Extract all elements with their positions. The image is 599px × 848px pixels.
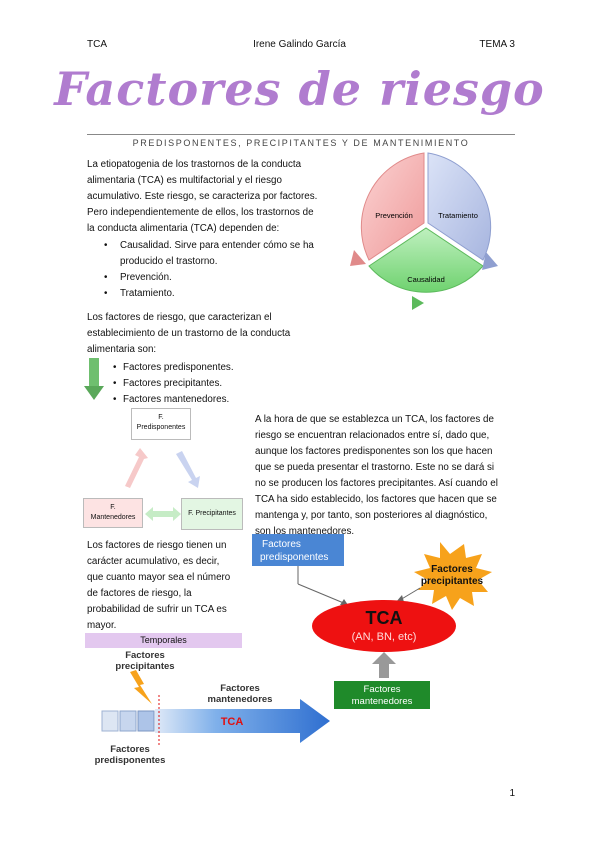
- cycle-segment-causality: [368, 227, 484, 293]
- relation-line: no se producen los factores precipitante…: [255, 478, 498, 489]
- star-label: Factores: [431, 564, 473, 575]
- cycle-arrowhead: [350, 250, 366, 266]
- box-mantenedores: F. Mantenedores: [83, 498, 143, 528]
- list-item: Factores predisponentes.: [113, 360, 313, 376]
- cycle-arrowhead: [412, 296, 424, 310]
- relation-line: TCA ha sido establecido, los factores qu…: [255, 494, 497, 505]
- cumulative-line: de factores de riesgo, la: [87, 588, 192, 599]
- tca-types-label: (AN, BN, etc): [352, 631, 417, 643]
- double-arrow-icon: [145, 507, 181, 521]
- cumulative-line: carácter acumulativo, es decir,: [87, 556, 220, 567]
- intro-line: alimentaria (TCA) es multifactorial y el…: [87, 175, 282, 186]
- list-item: Prevención.: [100, 270, 340, 286]
- tca-label: TCA: [366, 608, 403, 628]
- title-rule: [87, 134, 515, 135]
- cumulative-line: que cuanto mayor sea el número: [87, 572, 231, 583]
- box-label: predisponentes: [260, 552, 328, 563]
- star-label: precipitantes: [421, 576, 484, 587]
- list-item: Factores precipitantes.: [113, 376, 313, 392]
- box-predisponentes: F. Predisponentes: [131, 408, 191, 440]
- header-center: Irene Galindo García: [253, 39, 346, 50]
- relation-line: mantenga y, por tanto, son posteriores a…: [255, 510, 488, 521]
- label-line: Factores: [125, 650, 165, 661]
- up-arrow-icon: [372, 652, 396, 678]
- label-line: mantenedores: [207, 694, 273, 705]
- relation-line: A la hora de que se establezca un TCA, l…: [255, 414, 494, 425]
- intro-line: La etiopatogenia de los trastornos de la…: [87, 159, 302, 170]
- list-item: Tratamiento.: [100, 286, 340, 302]
- cycle-arrowhead: [482, 252, 498, 270]
- box-label: F.: [110, 504, 116, 511]
- box-label: Mantenedores: [90, 514, 136, 521]
- intro-line: acumulativo. Este riesgo, se caracteriza…: [87, 191, 318, 202]
- page-title: Factores de riesgo: [54, 62, 545, 116]
- box-precipitantes: F. Precipitantes: [181, 498, 243, 530]
- cycle-label-causality: Causalidad: [407, 275, 445, 284]
- relation-line: riesgo se encuentran relacionados entre …: [255, 430, 490, 441]
- cumulative-line: Los factores de riesgo tienen un: [87, 540, 227, 551]
- cumulative-line: mayor.: [87, 620, 117, 631]
- box-label: Factores: [364, 684, 401, 695]
- relation-paragraph: A la hora de que se establezca un TCA, l…: [255, 412, 520, 540]
- cycle-label-prevention: Prevención: [375, 211, 413, 220]
- header-left: TCA: [87, 39, 107, 50]
- box-factores-mantenedores: [334, 681, 430, 709]
- arrow-up-left: [125, 448, 148, 488]
- timeline-arrow: TCA: [101, 695, 330, 745]
- intro-bullet-list: Causalidad. Sirve para entender cómo se …: [100, 238, 340, 302]
- starburst-precipitantes: [414, 542, 492, 610]
- arrow-down-right: [176, 451, 200, 488]
- box-factores-predisponentes: [252, 534, 344, 566]
- page-subtitle: PREDISPONENTES, PRECIPITANTES Y DE MANTE…: [132, 138, 470, 148]
- timeline-precipitantes-label: Factores precipitantes: [105, 650, 185, 672]
- timeline-block: [101, 710, 119, 732]
- timeline-mantenedores-label: Factores mantenedores: [195, 683, 285, 705]
- box-label: F.: [158, 414, 164, 421]
- label-line: Factores: [220, 683, 260, 694]
- label-line: precipitantes: [115, 661, 175, 672]
- factors-intro-line: establecimiento de un trastorno de la co…: [87, 328, 291, 339]
- connector-line: [297, 583, 347, 605]
- timeline-block: [137, 710, 155, 732]
- timeline-predisponentes-label: Factores predisponentes: [85, 744, 175, 766]
- down-arrow-icon: [84, 358, 104, 400]
- timeline-tca-label: TCA: [221, 716, 244, 728]
- timeline-arrow-body: [155, 699, 330, 743]
- lightning-icon: [130, 670, 152, 704]
- box-label: Predisponentes: [136, 424, 186, 431]
- factors-intro-paragraph: Los factores de riesgo, que caracterizan…: [87, 310, 337, 358]
- page-number: 1: [509, 788, 515, 799]
- tca-ellipse: [312, 600, 456, 652]
- list-item: Causalidad. Sirve para entender cómo se …: [100, 238, 340, 270]
- relation-line: son los mantenedores.: [255, 526, 355, 537]
- box-label: mantenedores: [352, 696, 413, 707]
- connector-arrowhead: [340, 599, 348, 605]
- box-label: Factores: [262, 539, 301, 550]
- relation-line: aunque los factores predisponentes son l…: [255, 446, 493, 457]
- connector-arrowhead: [396, 595, 404, 602]
- cycle-label-treatment: Tratamiento: [438, 211, 478, 220]
- cumulative-line: probabilidad de sufrir un TCA es: [87, 604, 227, 615]
- cycle-segment-prevention: [360, 152, 425, 261]
- relation-line: que se pueda presentar el trastorno. Est…: [255, 462, 495, 473]
- triangle-arrows: [125, 448, 200, 488]
- factors-bullet-list: Factores predisponentes. Factores precip…: [113, 360, 313, 408]
- timeline-block: [119, 710, 137, 732]
- label-line: Factores: [110, 744, 150, 755]
- connector-line: [399, 587, 421, 601]
- cumulative-paragraph: Los factores de riesgo tienen un carácte…: [87, 538, 267, 634]
- list-item: Factores mantenedores.: [113, 392, 313, 408]
- cycle-diagram: Prevención Tratamiento Causalidad: [350, 152, 498, 310]
- intro-paragraph: La etiopatogenia de los trastornos de la…: [87, 157, 337, 237]
- tca-diagram: Factores predisponentes Factores precipi…: [252, 534, 492, 709]
- factors-intro-line: alimentaria son:: [87, 344, 157, 355]
- intro-line: Pero independientemente de ellos, los tr…: [87, 207, 314, 218]
- label-line: predisponentes: [94, 755, 166, 766]
- factors-intro-line: Los factores de riesgo, que caracterizan…: [87, 312, 272, 323]
- temporales-bar: Temporales: [85, 633, 242, 648]
- header-right: TEMA 3: [479, 39, 515, 50]
- intro-line: la conducta alimentaria (TCA) dependen d…: [87, 223, 280, 234]
